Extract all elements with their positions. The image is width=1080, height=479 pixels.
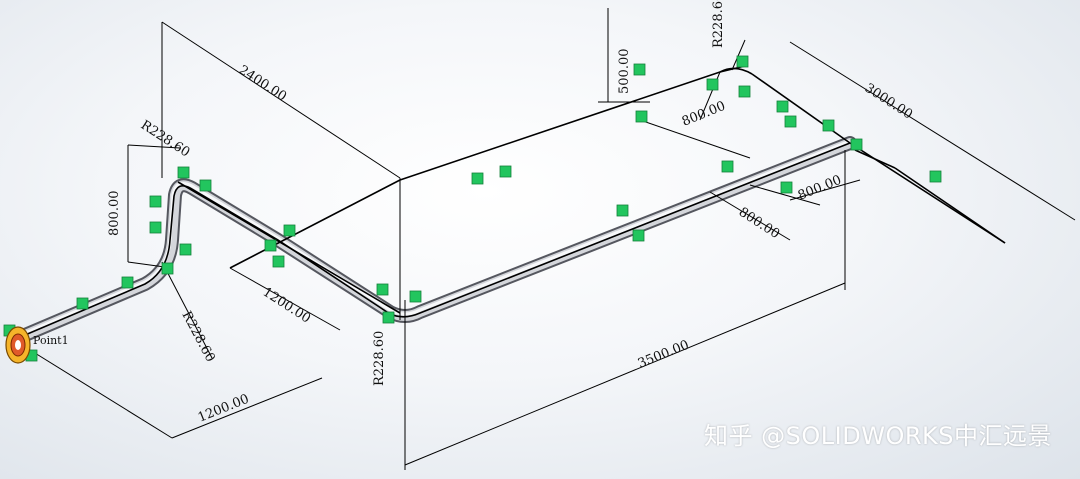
dim-radius-lower-left: R228.60 bbox=[178, 309, 217, 365]
relation-icon[interactable] bbox=[850, 138, 863, 151]
relation-icon[interactable] bbox=[736, 55, 749, 68]
watermark: 知乎 @SOLIDWORKS中汇远景 bbox=[704, 422, 1052, 450]
dim-1200-bottom: 1200.00 bbox=[196, 392, 251, 426]
relation-icon[interactable] bbox=[616, 204, 629, 217]
dim-2400: 2400.00 bbox=[236, 63, 289, 105]
dim-radius-top-left: R228.60 bbox=[138, 118, 193, 161]
relation-icon[interactable] bbox=[776, 100, 789, 113]
sketch-relations[interactable] bbox=[3, 55, 942, 362]
relation-icon[interactable] bbox=[929, 170, 942, 183]
relation-icon[interactable] bbox=[471, 172, 484, 185]
relation-icon[interactable] bbox=[499, 165, 512, 178]
dim-radius-center: R228.60 bbox=[372, 331, 387, 386]
relation-icon[interactable] bbox=[822, 119, 835, 132]
relation-icon[interactable] bbox=[179, 243, 192, 256]
origin-point-label: Point1 bbox=[33, 334, 69, 347]
dim-800-lower-right: 800.00 bbox=[736, 205, 782, 242]
relation-icon[interactable] bbox=[738, 85, 751, 98]
relation-icon[interactable] bbox=[149, 221, 162, 234]
dim-3500: 3500.00 bbox=[636, 338, 691, 372]
relation-icon[interactable] bbox=[264, 239, 277, 252]
relation-icon[interactable] bbox=[382, 311, 395, 324]
relation-icon[interactable] bbox=[76, 297, 89, 310]
relation-icon[interactable] bbox=[149, 195, 162, 208]
dim-1200-mid: 1200.00 bbox=[260, 285, 313, 327]
dimension-lines bbox=[21, 8, 1076, 470]
relation-icon[interactable] bbox=[409, 290, 422, 303]
dim-3000: 3000.00 bbox=[862, 81, 915, 123]
dim-800-top: 800.00 bbox=[680, 99, 728, 130]
origin-marker[interactable] bbox=[5, 326, 31, 364]
relation-icon[interactable] bbox=[780, 181, 793, 194]
dim-800-right: 800.00 bbox=[796, 173, 844, 204]
relation-icon[interactable] bbox=[632, 229, 645, 242]
relation-icon[interactable] bbox=[272, 255, 285, 268]
relation-icon[interactable] bbox=[784, 115, 797, 128]
relation-icon[interactable] bbox=[283, 224, 296, 237]
relation-icon[interactable] bbox=[376, 283, 389, 296]
relation-icon[interactable] bbox=[199, 179, 212, 192]
sketch-path[interactable] bbox=[17, 65, 1006, 339]
relation-icon[interactable] bbox=[633, 63, 646, 76]
relation-icon[interactable] bbox=[177, 166, 190, 179]
relation-icon[interactable] bbox=[161, 262, 174, 275]
relation-icon[interactable] bbox=[121, 276, 134, 289]
dim-radius-top-right: R228.60 bbox=[711, 0, 726, 48]
relation-icon[interactable] bbox=[721, 160, 734, 173]
dim-800-vertical: 800.00 bbox=[107, 191, 122, 237]
relation-icon[interactable] bbox=[635, 110, 648, 123]
relation-icon[interactable] bbox=[706, 78, 719, 91]
dim-500-vertical: 500.00 bbox=[617, 49, 632, 95]
